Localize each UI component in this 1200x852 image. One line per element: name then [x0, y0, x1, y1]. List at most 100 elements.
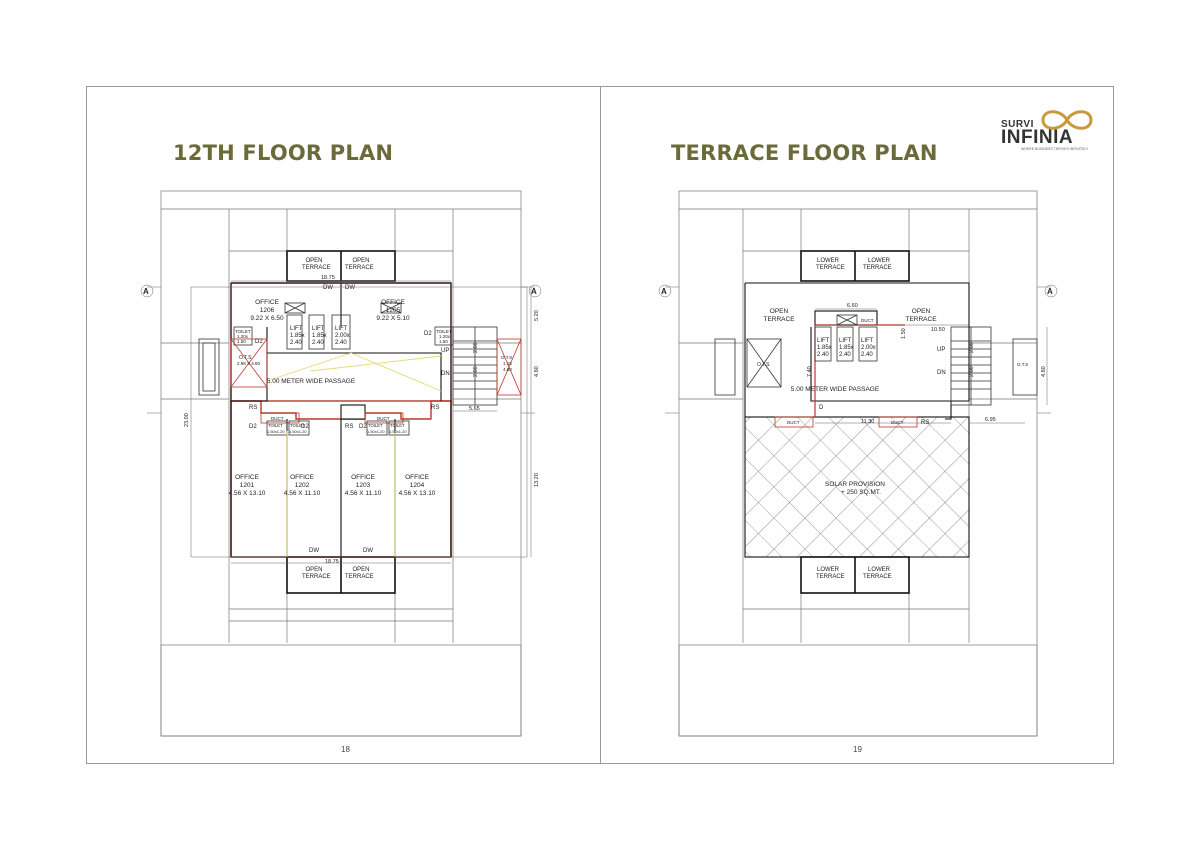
office-1204-size: 4.56 X 13.10: [399, 490, 436, 497]
lift-3-label: LIFT: [335, 326, 348, 332]
lift-3-label: LIFT: [861, 338, 874, 344]
office-1206-size: 9.22 X 6.50: [250, 315, 284, 322]
lift-2-size-a: 1.85x: [839, 345, 854, 351]
door-d2-1: D2: [255, 339, 263, 345]
lower-terrace-4-label: LOWER: [868, 567, 891, 573]
dim-695: 6.95: [985, 417, 996, 423]
door-window-4: DW: [363, 548, 373, 554]
lift-3-size-a: 2.00x: [861, 345, 876, 351]
office-1204-label: OFFICE: [405, 474, 429, 481]
dim-520: 5.20: [534, 310, 540, 321]
dim-565: 5.65: [469, 406, 480, 412]
office-1201-number: 1201: [240, 482, 255, 489]
lift-2-size-a: 1.85x: [312, 333, 327, 339]
page-18: 12TH FLOOR PLAN: [87, 87, 601, 763]
open-terrace-2-label-b: TERRACE: [345, 265, 374, 271]
duct-bottom-2: DUCT: [891, 420, 904, 425]
lift-3-size-b: 2.40: [335, 340, 347, 346]
dim-1320: 13.20: [534, 473, 540, 487]
office-1205-number: 1205: [386, 307, 401, 314]
terrace-floor-plan: LOWER TERRACE LOWER TERRACE OPEN TERRACE…: [658, 190, 1058, 737]
lift-1-size-b: 2.40: [817, 352, 829, 358]
lift-3-size-a: 2.00x: [335, 333, 350, 339]
dim-200-b: 2.00: [473, 366, 479, 377]
lower-terrace-2-label-b: TERRACE: [863, 265, 892, 271]
office-1206-label: OFFICE: [255, 299, 279, 306]
dim-bottom: 18.75: [325, 559, 339, 565]
dim-740: 7.40: [807, 366, 813, 377]
toilet-b3-size: 1.50x1.20: [367, 429, 385, 434]
passage-label: 5.00 METER WIDE PASSAGE: [267, 378, 356, 385]
section-marker-a-right: A: [531, 287, 537, 296]
lower-terrace-1-label: LOWER: [817, 258, 840, 264]
lift-1-size-b: 2.40: [290, 340, 302, 346]
office-1205-size: 9.22 X 5.10: [376, 315, 410, 322]
toilet-b4-label: TOILET: [390, 423, 405, 428]
page-title: 12TH FLOOR PLAN: [173, 141, 394, 165]
open-terrace-2-label: OPEN: [912, 308, 931, 315]
stair-down-label: DN: [441, 371, 450, 377]
section-marker-a-right: A: [1047, 287, 1053, 296]
rs-3: RS: [345, 424, 353, 430]
open-terrace-2-label: OPEN: [352, 258, 369, 264]
lower-terrace-1-label-b: TERRACE: [816, 265, 845, 271]
stair-up-label: UP: [441, 348, 449, 354]
toilet-left-label: TOILET: [235, 329, 251, 334]
toilet-left-size-2: 1.50: [237, 339, 246, 344]
lift-3-size-b: 2.40: [861, 352, 873, 358]
lift-1-size-a: 1.85x: [290, 333, 305, 339]
ots-right-size-1: 1.15: [503, 361, 512, 366]
lower-terrace-3-label-b: TERRACE: [816, 574, 845, 580]
twelfth-floor-plan: OPEN TERRACE OPEN TERRACE 18.75 DW DW OF…: [140, 190, 542, 737]
page-number: 18: [341, 745, 350, 754]
stair-down-label: DN: [937, 370, 946, 376]
office-1203-size: 4.56 X 11.10: [345, 490, 382, 497]
lift-2-size-b: 2.40: [312, 340, 324, 346]
office-1202-number: 1202: [295, 482, 310, 489]
ots-left-label: O.T.S: [239, 355, 252, 361]
toilet-right-size-2: 1.50: [439, 339, 448, 344]
lower-terrace-4-label-b: TERRACE: [863, 574, 892, 580]
infinity-logo-icon: [1041, 110, 1093, 130]
ots-right-size-2: 4.60: [503, 367, 512, 372]
lift-1-size-a: 1.85x: [817, 345, 832, 351]
duct-1: DUCT: [271, 416, 284, 421]
open-terrace-2-label-b: TERRACE: [905, 316, 937, 323]
open-terrace-3-label-b: TERRACE: [302, 574, 331, 580]
office-1205-label: OFFICE: [381, 299, 405, 306]
open-terrace-4-label: OPEN: [352, 567, 369, 573]
dim-200-b: 2.00: [969, 366, 975, 377]
section-marker-a-left: A: [661, 287, 667, 296]
lift-1-label: LIFT: [290, 326, 303, 332]
duct-2: DUCT: [377, 416, 390, 421]
dim-460: 4.60: [1041, 366, 1047, 377]
ots-right-label: O.T.S: [1017, 362, 1028, 367]
dim-150: 1.50: [901, 328, 907, 339]
open-terrace-1-label: OPEN: [305, 258, 322, 264]
duct-bottom-1: DUCT: [787, 420, 800, 425]
toilet-b2-size: 1.50x1.20: [289, 429, 307, 434]
toilet-b4-size: 1.50x1.20: [389, 429, 407, 434]
lift-1-label: LIFT: [817, 338, 830, 344]
stair-up-label: UP: [937, 347, 945, 353]
lower-terrace-3-label: LOWER: [817, 567, 840, 573]
open-terrace-4-label-b: TERRACE: [345, 574, 374, 580]
dim-1130: 11.30: [861, 419, 874, 425]
ots-left-label: O.T.S: [757, 362, 770, 368]
lift-2-label: LIFT: [312, 326, 325, 332]
dim-660: 6.60: [847, 303, 858, 309]
lift-2-label: LIFT: [839, 338, 852, 344]
dim-1050: 10.50: [931, 327, 945, 333]
rs: RS: [921, 420, 929, 426]
toilet-b1-label: TOILET: [268, 423, 283, 428]
ots-left-size: 2.98 X 4.60: [237, 361, 261, 366]
office-1202-label: OFFICE: [290, 474, 314, 481]
door-d: D: [819, 405, 824, 411]
door-d2-3: D2: [249, 424, 257, 430]
brand-tagline: WHERE BUSINESS THRIVES INFINITELY: [1021, 147, 1089, 151]
open-terrace-1-label-b: TERRACE: [302, 265, 331, 271]
page-number: 19: [853, 745, 862, 754]
rs-2: RS: [431, 405, 439, 411]
dim-460: 4.60: [534, 366, 540, 377]
door-d2-5: D2: [359, 424, 367, 430]
